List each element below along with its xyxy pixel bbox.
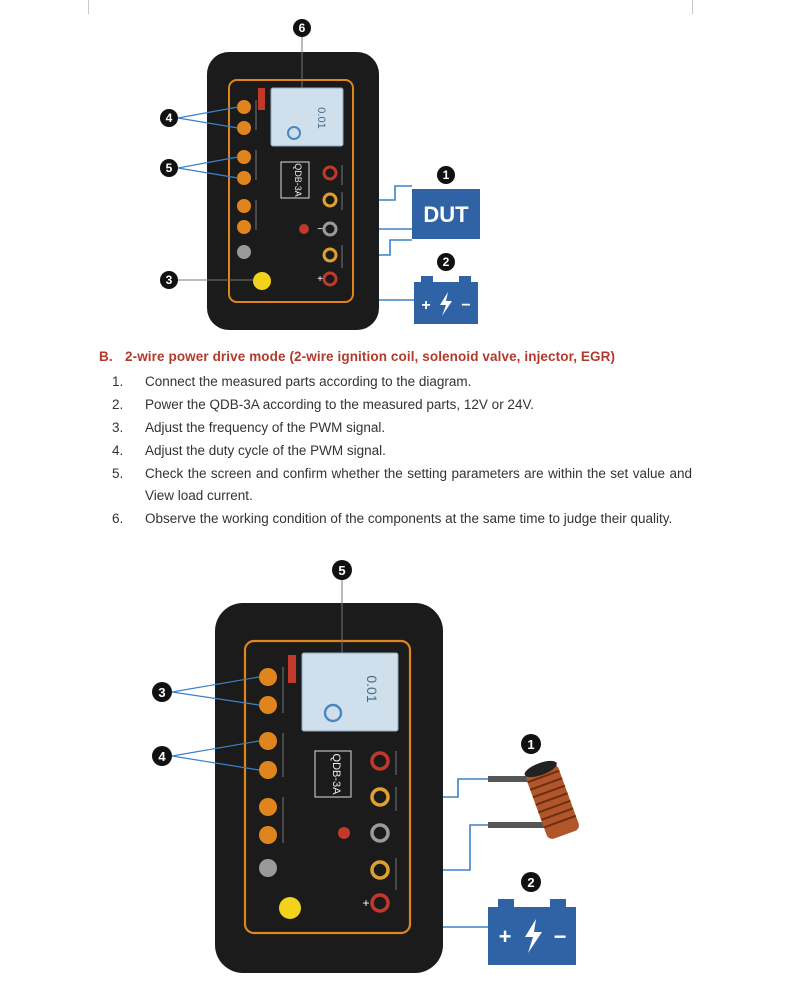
brand-logo-strip [288, 655, 296, 683]
dut-label: DUT [423, 202, 469, 227]
list-item: 3.Adjust the frequency of the PWM signal… [112, 420, 386, 435]
list-item: 6.Observe the working condition of the c… [112, 511, 673, 526]
screen-reading: 0.01 [315, 107, 327, 128]
brand-logo-strip [258, 88, 265, 110]
adjust-knob[interactable] [253, 272, 271, 290]
button-mode[interactable] [237, 245, 251, 259]
port-plus-sign: + [317, 274, 323, 285]
button-reset-2[interactable] [237, 220, 251, 234]
list-item: 4.Adjust the duty cycle of the PWM signa… [112, 443, 386, 458]
svg-text:+: + [421, 297, 430, 314]
wiring-diagram-bottom: 0.01 QDB-3A + [0, 555, 800, 995]
button-4-plus[interactable] [259, 732, 277, 750]
device-model-label: QDB-3A [293, 163, 303, 197]
callout-1: 1 [527, 737, 534, 752]
steps-list: 1.Connect the measured parts according t… [112, 371, 692, 531]
output-ports [299, 165, 338, 287]
button-reset-1[interactable] [237, 199, 251, 213]
output-ports [338, 751, 390, 913]
button-5-minus[interactable] [237, 171, 251, 185]
ignition-coil-icon [488, 760, 579, 839]
lightning-bolt-icon [525, 919, 542, 953]
left-buttons [259, 668, 277, 877]
list-item: 5.Check the screen and confirm whether t… [112, 466, 692, 503]
svg-text:+: + [499, 924, 512, 949]
crop-mark-right [692, 0, 693, 14]
wiring-diagram-top: 0.01 QDB-3A − + [0, 0, 800, 345]
port-minus-sign: − [317, 224, 323, 235]
callout-2: 2 [443, 255, 450, 269]
list-item: 2.Power the QDB-3A according to the meas… [112, 397, 534, 412]
lightning-bolt-icon [440, 292, 452, 316]
settings-gear-icon [323, 703, 343, 723]
crop-mark-left [88, 0, 89, 14]
callout-3: 3 [166, 273, 173, 287]
button-3-minus[interactable] [259, 696, 277, 714]
callout-4: 4 [158, 749, 166, 764]
qdb3a-device-bottom: 0.01 QDB-3A + [215, 603, 443, 973]
screen-reading: 0.01 [364, 675, 380, 702]
button-reset-2[interactable] [259, 826, 277, 844]
button-3-plus[interactable] [259, 668, 277, 686]
callout-1: 1 [443, 168, 450, 182]
adjust-knob[interactable] [279, 897, 301, 919]
qdb3a-device-top: 0.01 QDB-3A − + [207, 52, 379, 330]
callout-6: 6 [299, 21, 306, 35]
button-4-minus[interactable] [259, 761, 277, 779]
list-item: 1.Connect the measured parts according t… [112, 374, 472, 389]
svg-text:−: − [461, 297, 470, 314]
svg-text:−: − [554, 924, 567, 949]
button-4-plus[interactable] [237, 100, 251, 114]
left-buttons [237, 100, 251, 259]
callout-3: 3 [158, 685, 165, 700]
callout-5: 5 [166, 161, 173, 175]
button-reset-1[interactable] [259, 798, 277, 816]
callout-4: 4 [166, 111, 173, 125]
battery-icon-bottom: + − [488, 899, 576, 965]
port-plus-sign: + [362, 896, 369, 910]
battery-icon-top: + − [414, 276, 478, 324]
callout-5: 5 [338, 563, 345, 578]
device-model-label: QDB-3A [330, 754, 342, 796]
lcd-screen [301, 652, 399, 732]
section-letter: B. [99, 349, 113, 364]
settings-gear-icon [287, 126, 301, 140]
button-mode[interactable] [259, 859, 277, 877]
dut-box [412, 189, 480, 239]
button-4-minus[interactable] [237, 121, 251, 135]
section-b-heading: B. 2-wire power drive mode (2-wire igniti… [99, 349, 615, 364]
lcd-screen [270, 87, 344, 147]
callout-2: 2 [527, 875, 534, 890]
section-title: 2-wire power drive mode (2-wire ignition… [125, 349, 616, 364]
button-5-plus[interactable] [237, 150, 251, 164]
